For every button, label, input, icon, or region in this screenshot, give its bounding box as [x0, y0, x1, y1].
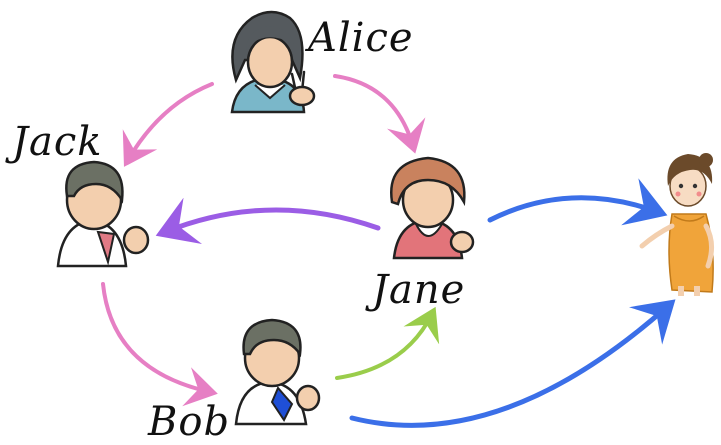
edge-jane-girl [487, 178, 668, 226]
girl-figure [639, 153, 714, 296]
edge-alice-jane [333, 74, 426, 154]
alice-avatar [230, 10, 316, 114]
edge-jack-bob [101, 282, 218, 407]
jack-avatar [56, 160, 150, 268]
label-jack: Jack [12, 119, 103, 165]
label-bob: Bob [148, 399, 231, 445]
label-alice: Alice [308, 15, 414, 61]
bob-avatar [234, 318, 321, 426]
edge-alice-jack [122, 82, 214, 167]
jane-avatar [390, 156, 475, 260]
edge-bob-jane [335, 306, 440, 380]
label-jane: Jane [372, 267, 466, 313]
edge-bob-girl [349, 299, 676, 428]
edge-jane-jack [155, 197, 381, 245]
edges [101, 74, 676, 428]
